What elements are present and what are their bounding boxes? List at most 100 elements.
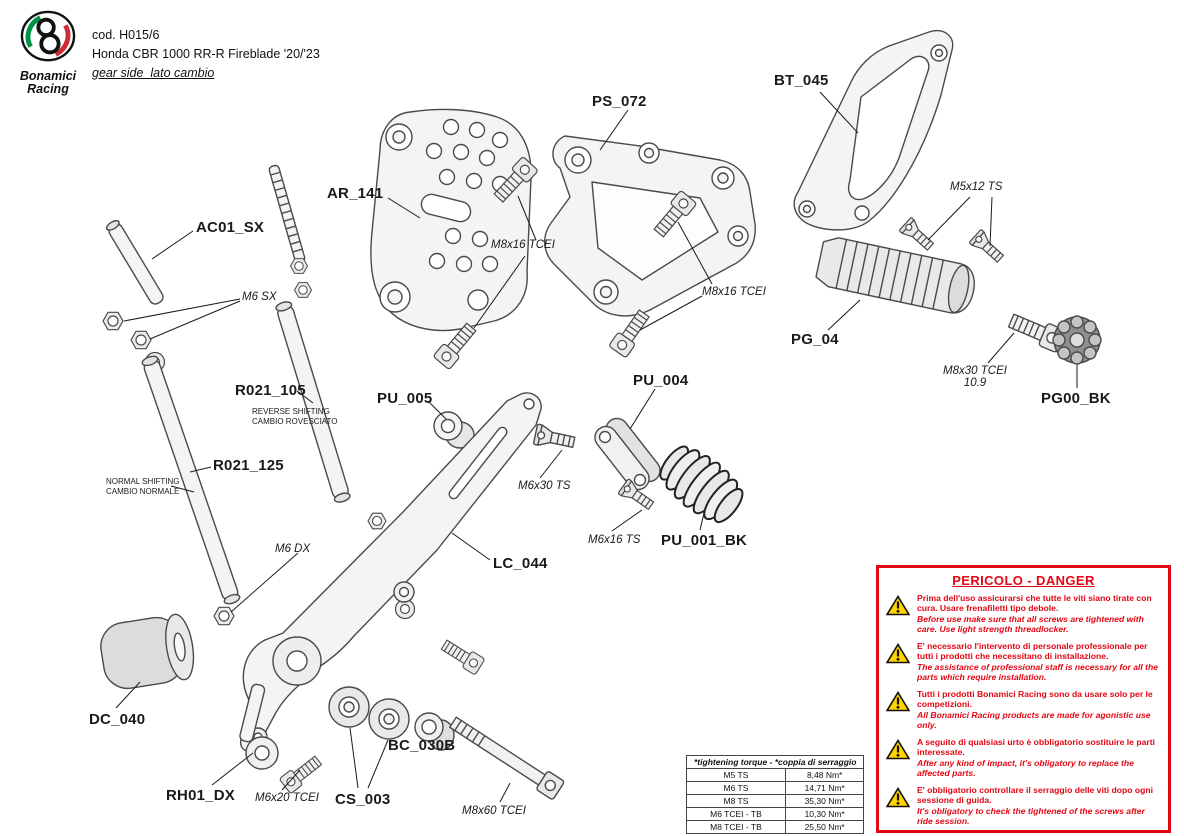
part-label-m6x20-tcei: M6x20 TCEI bbox=[255, 792, 319, 804]
part-pg00-bk bbox=[1052, 315, 1102, 365]
part-label-m6-dx: M6 DX bbox=[275, 543, 311, 555]
warning-item: E' obbligatorio controllare il serraggio… bbox=[886, 785, 1161, 827]
warning-item: A seguito di qualsiasi urto è obbligator… bbox=[886, 737, 1161, 779]
warning-text-it: Prima dell'uso assicurarsi che tutte le … bbox=[917, 593, 1152, 614]
torque-row: M6 TCEI - TB 10,30 Nm* bbox=[686, 807, 865, 821]
m8x30-grade: 10.9 bbox=[963, 377, 987, 389]
part-label-m8x16-tcei-left: M8x16 TCEI bbox=[491, 239, 555, 251]
hex-nut bbox=[293, 282, 313, 298]
part-pu-001-bk bbox=[659, 445, 744, 524]
part-label-ar-141: AR_141 bbox=[327, 185, 384, 202]
m8x30-size: M8x30 TCEI bbox=[943, 365, 1007, 377]
part-label-ps-072: PS_072 bbox=[592, 93, 647, 110]
torque-size: M6 TCEI - TB bbox=[686, 807, 786, 821]
part-label-m8x30-tcei: M8x30 TCEI 10.9 bbox=[930, 365, 1020, 389]
nut-m6-sx bbox=[102, 311, 124, 331]
hex-nut bbox=[367, 512, 387, 530]
part-sublabel-r021-105: REVERSE SHIFTING CAMBIO ROVESCIATO bbox=[252, 407, 338, 426]
warning-text-it: A seguito di qualsiasi urto è obbligator… bbox=[917, 736, 1155, 758]
torque-size: M8 TS bbox=[686, 794, 786, 808]
part-cs-003 bbox=[328, 686, 410, 740]
torque-size: M6 TS bbox=[686, 781, 786, 795]
brand-line1: Bonamici bbox=[19, 69, 77, 83]
warning-triangle-icon bbox=[886, 642, 910, 664]
part-label-bt-045: BT_045 bbox=[774, 72, 829, 89]
warning-text-it: E' necessario l'intervento di personale … bbox=[917, 640, 1148, 662]
screw-m5x12-ts bbox=[898, 216, 938, 255]
bolt bbox=[438, 636, 486, 676]
danger-title: PERICOLO - DANGER bbox=[952, 573, 1095, 588]
part-label-bc-030b: BC_030B bbox=[388, 737, 456, 754]
part-label-m8x60-tcei: M8x60 TCEI bbox=[462, 805, 526, 817]
warning-text-en: All Bonamici Racing products are made fo… bbox=[917, 709, 1151, 731]
warning-text-en: It's obligatory to check the tightened o… bbox=[917, 805, 1145, 827]
normal-shifting-it: CAMBIO NORMALE bbox=[106, 486, 180, 496]
torque-value: 35,30 Nm* bbox=[784, 794, 865, 808]
torque-value: 10,30 Nm* bbox=[784, 807, 865, 821]
part-label-m6x30-ts: M6x30 TS bbox=[518, 480, 571, 492]
brand-logo: Bonamici Racing bbox=[12, 10, 84, 96]
part-label-m6-sx: M6 SX bbox=[242, 291, 277, 303]
part-label-lc-044: LC_044 bbox=[493, 555, 548, 572]
sheet-header: cod. H015/6 Honda CBR 1000 RR-R Fireblad… bbox=[92, 26, 320, 82]
warning-text: Prima dell'uso assicurarsi che tutte le … bbox=[917, 593, 1161, 635]
warning-text: Tutti i prodotti Bonamici Racing sono da… bbox=[917, 689, 1161, 731]
torque-value: 14,71 Nm* bbox=[784, 781, 865, 795]
torque-value: 8,48 Nm* bbox=[784, 768, 865, 782]
torque-table-title: *tightening torque - *coppia di serraggi… bbox=[685, 755, 865, 769]
warning-text: E' necessario l'intervento di personale … bbox=[917, 641, 1161, 683]
part-r021-105 bbox=[275, 301, 351, 503]
part-label-ac01-sx: AC01_SX bbox=[196, 219, 265, 236]
part-label-r021-105: R021_105 bbox=[235, 382, 306, 399]
warning-text-it: Tutti i prodotti Bonamici Racing sono da… bbox=[917, 688, 1153, 710]
part-label-rh01-dx: RH01_DX bbox=[166, 787, 235, 804]
warning-triangle-icon bbox=[886, 738, 910, 760]
torque-size: M5 TS bbox=[686, 768, 786, 782]
part-label-r021-125: R021_125 bbox=[213, 457, 284, 474]
part-ac01-sx bbox=[105, 220, 164, 305]
reverse-shifting-en: REVERSE SHIFTING bbox=[252, 407, 330, 416]
warning-text: E' obbligatorio controllare il serraggio… bbox=[917, 785, 1161, 827]
part-dc-040 bbox=[100, 613, 195, 690]
part-label-m8x16-tcei-right: M8x16 TCEI bbox=[702, 286, 766, 298]
part-r021-125 bbox=[141, 355, 241, 605]
sheet-variant: gear side_lato cambio bbox=[92, 65, 215, 80]
screw-m6x30-ts bbox=[532, 423, 577, 454]
part-bt-045 bbox=[793, 30, 954, 231]
torque-size: M8 TCEI - TB bbox=[686, 820, 786, 834]
part-sublabel-r021-125: NORMAL SHIFTING CAMBIO NORMALE bbox=[106, 477, 179, 496]
threaded-rod bbox=[268, 164, 306, 264]
torque-row: M8 TS 35,30 Nm* bbox=[686, 794, 865, 808]
part-label-cs-003: CS_003 bbox=[335, 791, 391, 808]
part-label-pu-004: PU_004 bbox=[633, 372, 689, 389]
leader-lines bbox=[115, 91, 1078, 803]
danger-box: PERICOLO - DANGER Prima dell'uso assicur… bbox=[876, 565, 1171, 833]
part-label-m5x12-ts: M5x12 TS bbox=[950, 181, 1003, 193]
torque-value: 25,50 Nm* bbox=[784, 820, 865, 834]
torque-table: *tightening torque - *coppia di serraggi… bbox=[685, 755, 865, 834]
warning-text: A seguito di qualsiasi urto è obbligator… bbox=[917, 737, 1161, 779]
part-pu-004 bbox=[594, 417, 661, 491]
part-rh01-dx bbox=[239, 683, 279, 770]
part-ar-141 bbox=[370, 108, 532, 332]
reverse-shifting-it: CAMBIO ROVESCIATO bbox=[252, 416, 338, 426]
warning-triangle-icon bbox=[886, 690, 910, 712]
warning-text-en: After any kind of impact, it's obligator… bbox=[917, 757, 1134, 779]
part-label-pu-005: PU_005 bbox=[377, 390, 433, 407]
hex-nut bbox=[289, 258, 309, 274]
torque-header-row: *tightening torque - *coppia di serraggi… bbox=[685, 755, 865, 769]
part-label-pg-04: PG_04 bbox=[791, 331, 839, 348]
warning-triangle-icon bbox=[886, 595, 910, 616]
part-lc-044 bbox=[239, 392, 542, 752]
sheet-model: Honda CBR 1000 RR-R Fireblade '20/'23 bbox=[92, 46, 320, 61]
warning-text-en: The assistance of professional staff is … bbox=[917, 661, 1159, 683]
warning-text-it: E' obbligatorio controllare il serraggio… bbox=[917, 784, 1154, 806]
warning-text-en: Before use make sure that all screws are… bbox=[917, 613, 1144, 635]
torque-row: M6 TS 14,71 Nm* bbox=[686, 781, 865, 795]
part-bc-030b bbox=[414, 712, 455, 751]
pivot-bushing-hole bbox=[398, 586, 410, 598]
sheet-code: cod. H015/6 bbox=[92, 28, 160, 42]
nut-m6-dx bbox=[213, 606, 235, 626]
